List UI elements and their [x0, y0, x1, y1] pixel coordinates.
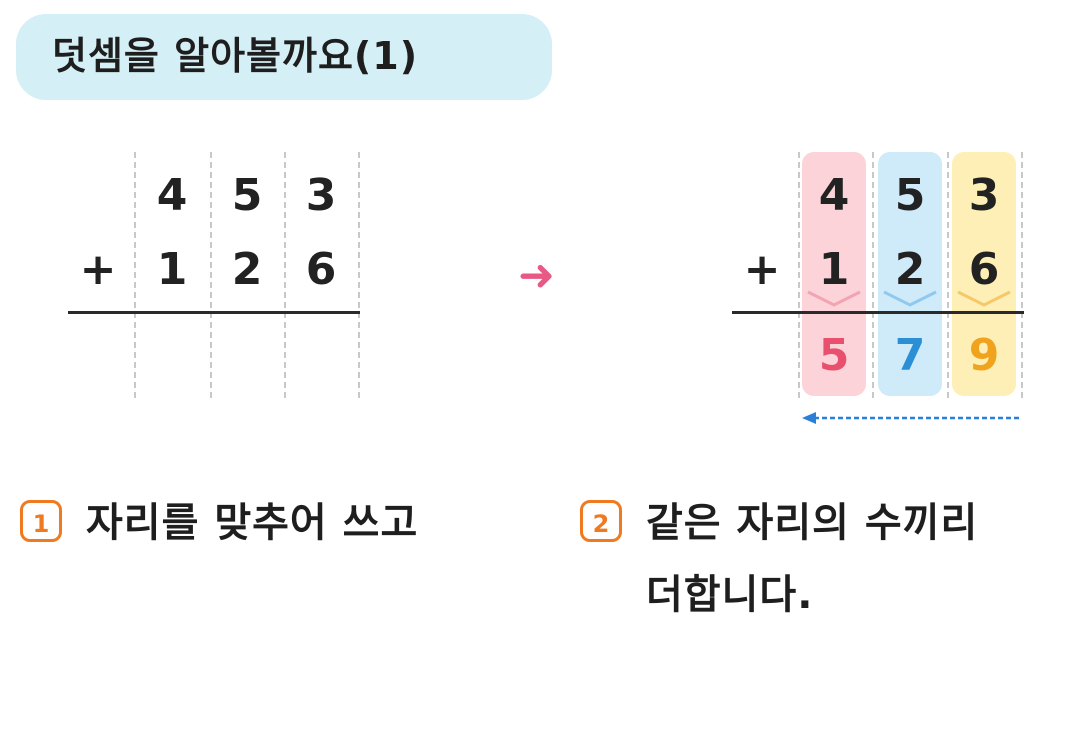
leftward-dashed-arrow-icon — [802, 412, 1022, 424]
ones-chevron-icon — [957, 290, 1011, 307]
left-top-tens: 5 — [231, 170, 263, 221]
right-top-ones: 3 — [968, 170, 1000, 221]
page-title: 덧셈을 알아볼까요(1) — [52, 34, 419, 78]
grid-line — [872, 152, 874, 398]
right-bottom-hundreds: 1 — [818, 244, 850, 295]
left-top-hundreds: 4 — [156, 170, 188, 221]
left-bottom-ones: 6 — [305, 244, 337, 295]
sum-rule — [68, 311, 360, 314]
left-bottom-tens: 2 — [231, 244, 263, 295]
grid-line — [1021, 152, 1023, 398]
result-ones: 9 — [968, 330, 1000, 381]
step-2-caption-line2: 더합니다. — [646, 572, 814, 618]
step-1-number-badge: 1 — [20, 500, 62, 542]
ones-column-highlight — [952, 152, 1016, 396]
step-2-number-badge: 2 — [580, 500, 622, 542]
grid-line — [798, 152, 800, 398]
left-plus-sign: + — [79, 244, 117, 295]
right-bottom-tens: 2 — [894, 244, 926, 295]
hundreds-chevron-icon — [807, 290, 861, 307]
tens-chevron-icon — [883, 290, 937, 307]
right-top-hundreds: 4 — [818, 170, 850, 221]
tens-column-highlight — [878, 152, 942, 396]
left-top-ones: 3 — [305, 170, 337, 221]
step-2-caption-line1: 같은 자리의 수끼리 — [646, 500, 979, 546]
result-hundreds: 5 — [818, 330, 850, 381]
right-arrow-icon: ➜ — [518, 250, 555, 301]
grid-line — [358, 152, 360, 398]
result-tens: 7 — [894, 330, 926, 381]
right-plus-sign: + — [743, 244, 781, 295]
grid-line — [210, 152, 212, 398]
right-bottom-ones: 6 — [968, 244, 1000, 295]
grid-line — [284, 152, 286, 398]
title-banner — [16, 14, 552, 100]
grid-line — [947, 152, 949, 398]
step-1-caption: 자리를 맞추어 쓰고 — [86, 500, 419, 546]
grid-line — [134, 152, 136, 398]
hundreds-column-highlight — [802, 152, 866, 396]
sum-rule — [732, 311, 1024, 314]
left-bottom-hundreds: 1 — [156, 244, 188, 295]
right-top-tens: 5 — [894, 170, 926, 221]
